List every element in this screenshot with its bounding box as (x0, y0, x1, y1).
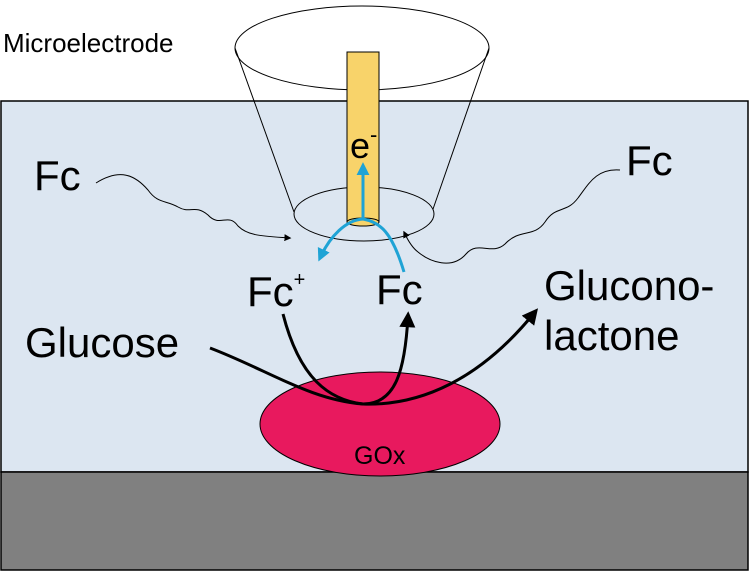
microelectrode-label: Microelectrode (3, 28, 174, 58)
fc-plus-superscript: + (294, 269, 306, 291)
gluconolactone-label-line1: Glucono- (544, 262, 714, 309)
fc-left-diffusion-path (95, 174, 292, 242)
gluconolactone-label-line2: lactone (544, 312, 679, 359)
fc-right-label: Fc (626, 137, 673, 184)
fc-plus-label: Fc+ (247, 268, 305, 315)
fc-oxidation-arc-arrow (317, 217, 406, 273)
fc-right-diffusion-path (403, 169, 621, 264)
electron-superscript: - (370, 122, 377, 147)
gox-label: GOx (354, 442, 406, 470)
substrate (0, 471, 749, 571)
glucose-to-gluconolactone-arrow (209, 308, 539, 406)
gox-enzyme (259, 371, 501, 477)
glucose-label: Glucose (25, 319, 179, 366)
electrode-cone-walls (234, 47, 490, 213)
fc-center-label: Fc (376, 266, 423, 313)
fc-left-label: Fc (34, 152, 81, 199)
electron-label: e- (350, 122, 377, 166)
